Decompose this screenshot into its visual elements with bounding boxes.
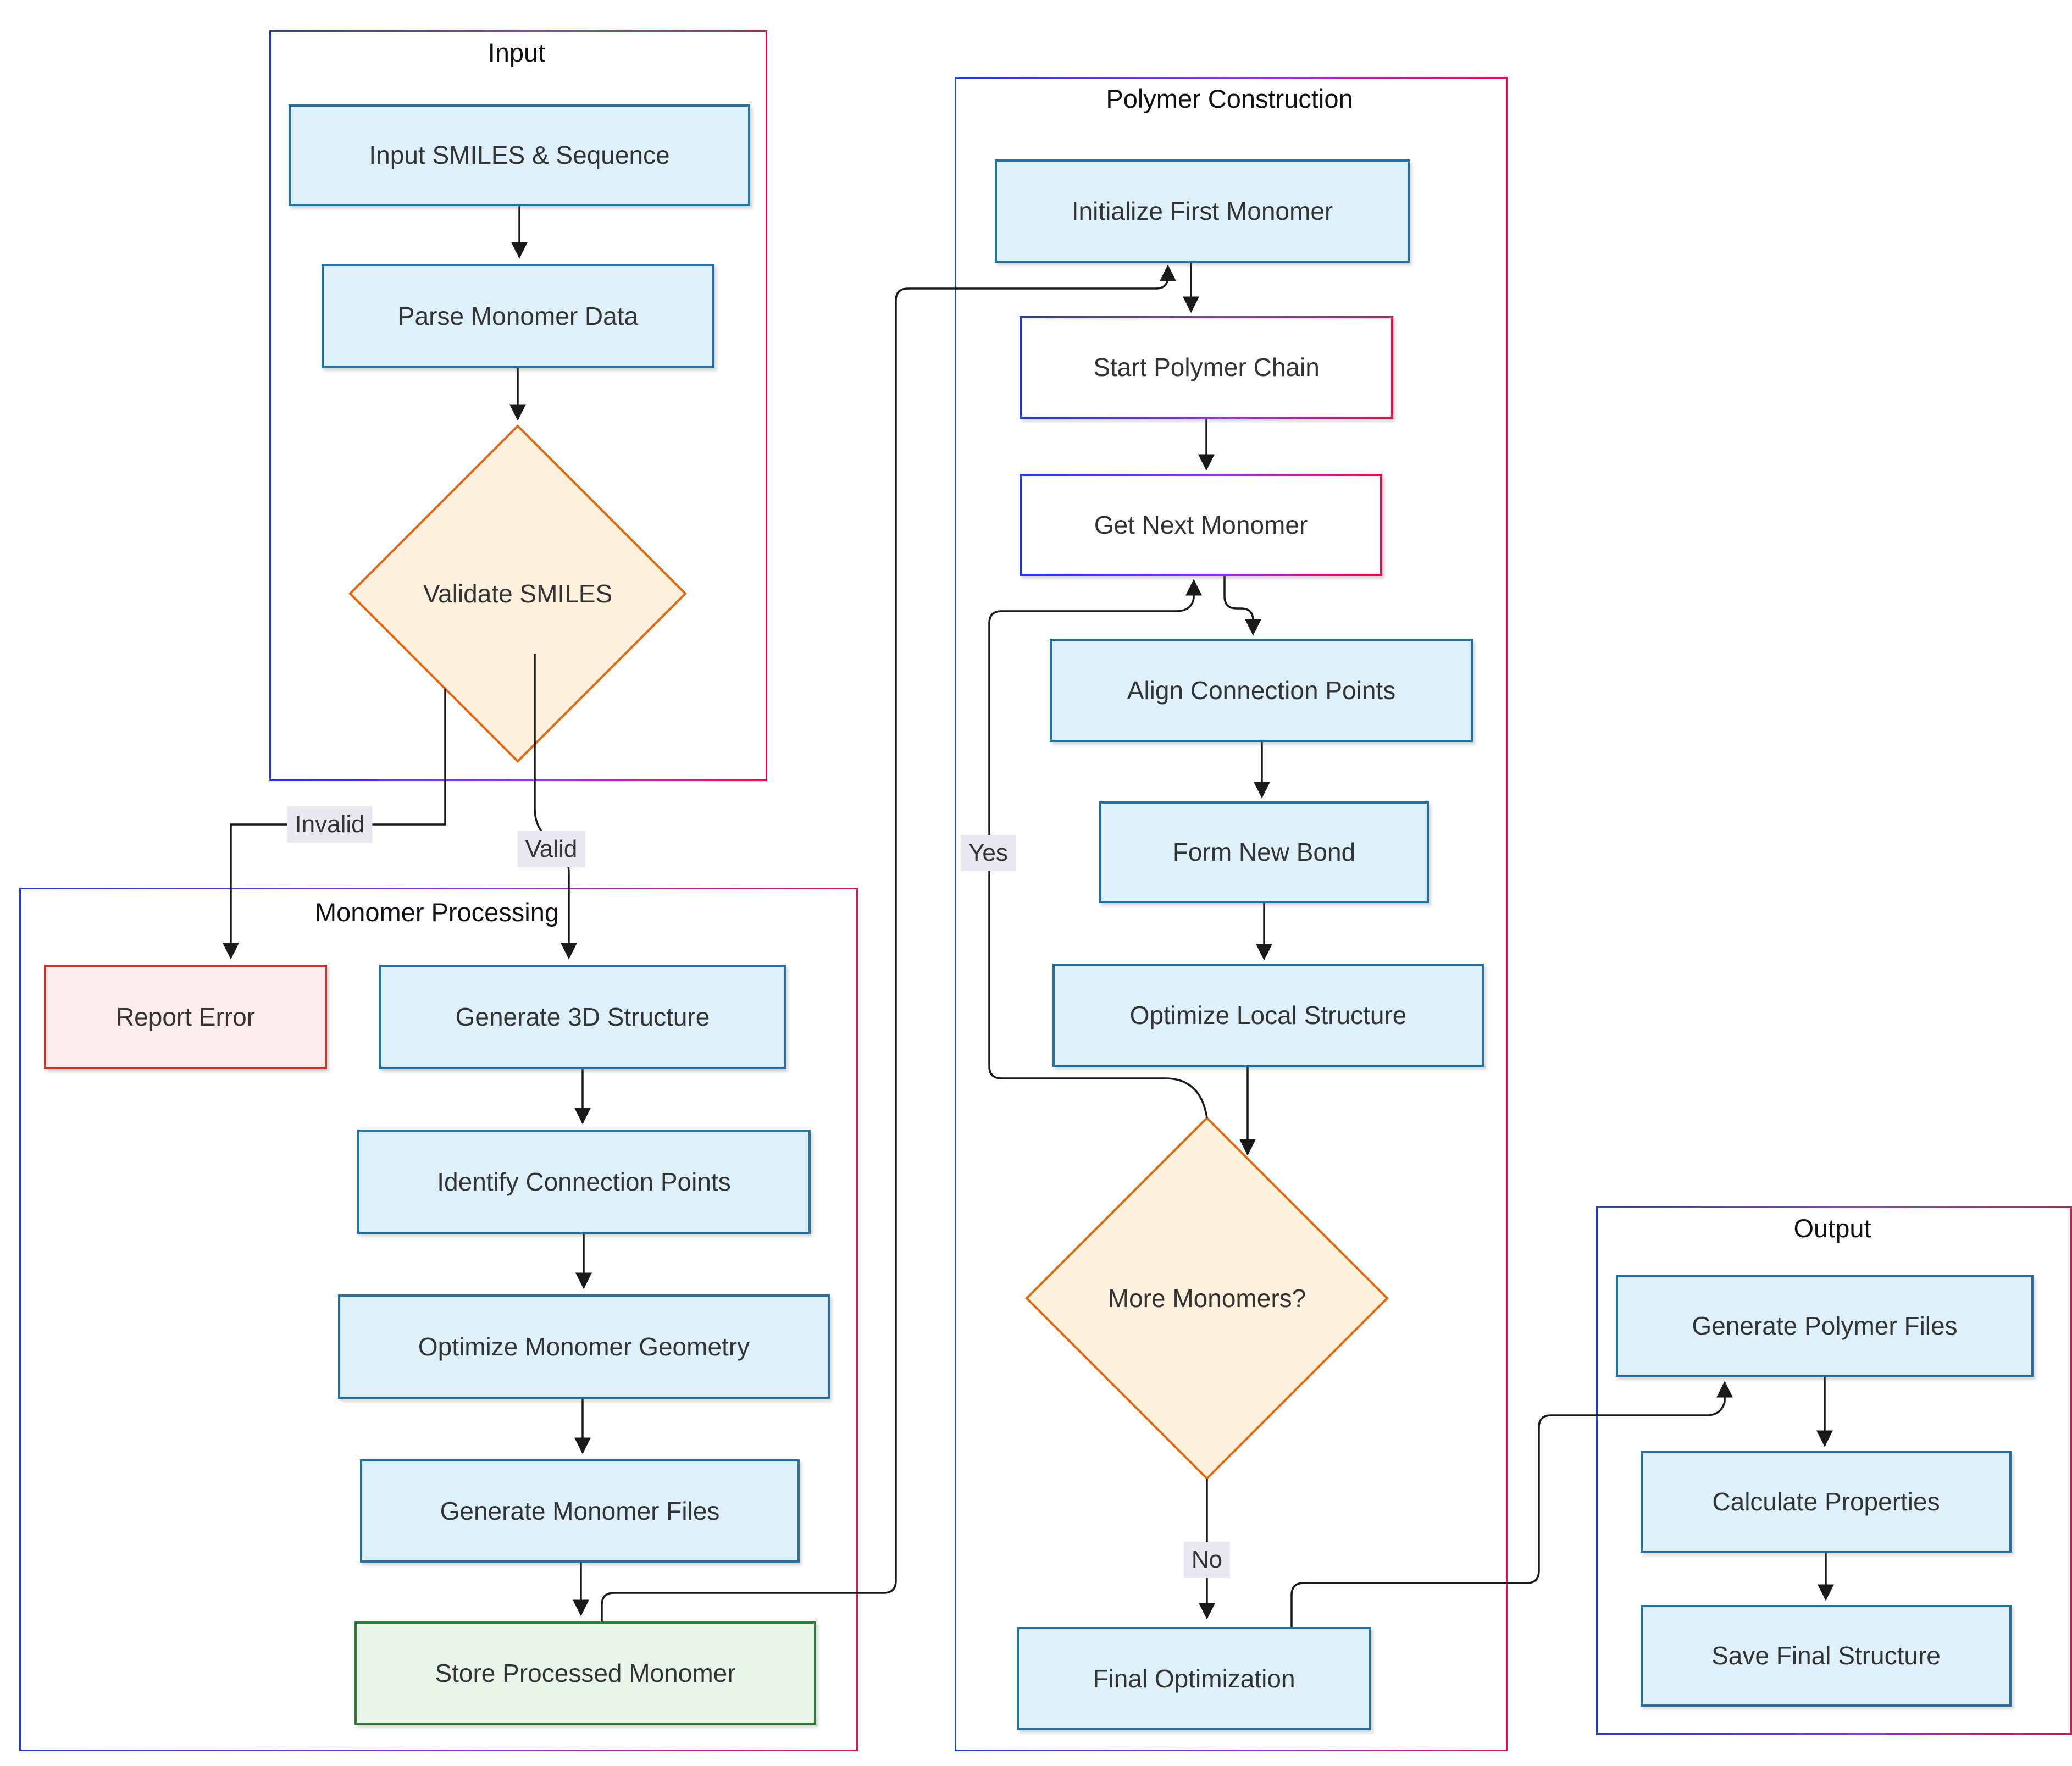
node-store-monomer: Store Processed Monomer xyxy=(354,1621,816,1725)
node-final-optimization: Final Optimization xyxy=(1017,1627,1371,1730)
group-polymer-construction-title: Polymer Construction xyxy=(1106,84,1353,113)
node-generate-monomer-files: Generate Monomer Files xyxy=(360,1459,800,1563)
node-initialize-first-label: Initialize First Monomer xyxy=(1071,196,1333,225)
node-get-next-label: Get Next Monomer xyxy=(1094,510,1308,539)
node-identify-connection: Identify Connection Points xyxy=(357,1130,811,1234)
validate-smiles-diamond xyxy=(348,424,687,763)
node-calculate-properties: Calculate Properties xyxy=(1641,1451,2012,1553)
node-parse-monomer: Parse Monomer Data xyxy=(322,264,714,368)
node-report-error: Report Error xyxy=(44,965,327,1069)
node-generate-polymer-files: Generate Polymer Files xyxy=(1616,1275,2034,1377)
node-input-smiles-label: Input SMILES & Sequence xyxy=(369,141,670,170)
node-get-next: Get Next Monomer xyxy=(1020,474,1382,576)
node-form-bond-label: Form New Bond xyxy=(1172,838,1356,867)
edge-finalopt-to-genpolymerfiles xyxy=(1290,1381,1733,1627)
node-start-chain-label: Start Polymer Chain xyxy=(1093,353,1320,382)
node-parse-monomer-label: Parse Monomer Data xyxy=(397,301,639,330)
group-output-title: Output xyxy=(1793,1214,1871,1243)
node-optimize-geometry: Optimize Monomer Geometry xyxy=(338,1294,830,1399)
node-calculate-properties-label: Calculate Properties xyxy=(1712,1487,1940,1516)
edge-label-yes: Yes xyxy=(961,835,1016,871)
node-generate-3d: Generate 3D Structure xyxy=(379,965,786,1069)
node-identify-connection-label: Identify Connection Points xyxy=(437,1167,731,1196)
node-store-monomer-label: Store Processed Monomer xyxy=(435,1658,736,1687)
node-optimize-local-label: Optimize Local Structure xyxy=(1129,1000,1407,1029)
node-save-final-label: Save Final Structure xyxy=(1711,1641,1941,1670)
node-form-bond: Form New Bond xyxy=(1099,801,1429,903)
edge-store-to-initialize xyxy=(601,264,1176,1621)
node-final-optimization-label: Final Optimization xyxy=(1093,1664,1295,1693)
node-more-monomers-label: More Monomers? xyxy=(1107,1284,1306,1313)
group-input-title: Input xyxy=(487,38,546,67)
edge-label-no: No xyxy=(1183,1542,1231,1578)
edge-moremonomers-yes-to-getnext xyxy=(988,579,1208,1119)
node-optimize-geometry-label: Optimize Monomer Geometry xyxy=(418,1332,750,1361)
node-start-chain: Start Polymer Chain xyxy=(1020,316,1393,419)
node-report-error-label: Report Error xyxy=(115,1002,256,1031)
node-optimize-local: Optimize Local Structure xyxy=(1052,964,1484,1067)
node-align-connection-label: Align Connection Points xyxy=(1127,676,1396,705)
group-monomer-processing-title: Monomer Processing xyxy=(314,898,559,927)
node-generate-3d-label: Generate 3D Structure xyxy=(455,1002,710,1031)
edge-label-valid: Valid xyxy=(517,831,585,867)
edge-label-invalid: Invalid xyxy=(287,806,373,843)
node-generate-monomer-files-label: Generate Monomer Files xyxy=(440,1496,720,1525)
edge-getnext-to-align xyxy=(1223,576,1261,636)
node-input-smiles: Input SMILES & Sequence xyxy=(289,104,750,206)
node-initialize-first: Initialize First Monomer xyxy=(995,159,1410,263)
node-align-connection: Align Connection Points xyxy=(1050,639,1473,742)
node-generate-polymer-files-label: Generate Polymer Files xyxy=(1692,1311,1958,1341)
node-validate-smiles-label: Validate SMILES xyxy=(423,579,613,608)
node-save-final: Save Final Structure xyxy=(1641,1605,2012,1707)
